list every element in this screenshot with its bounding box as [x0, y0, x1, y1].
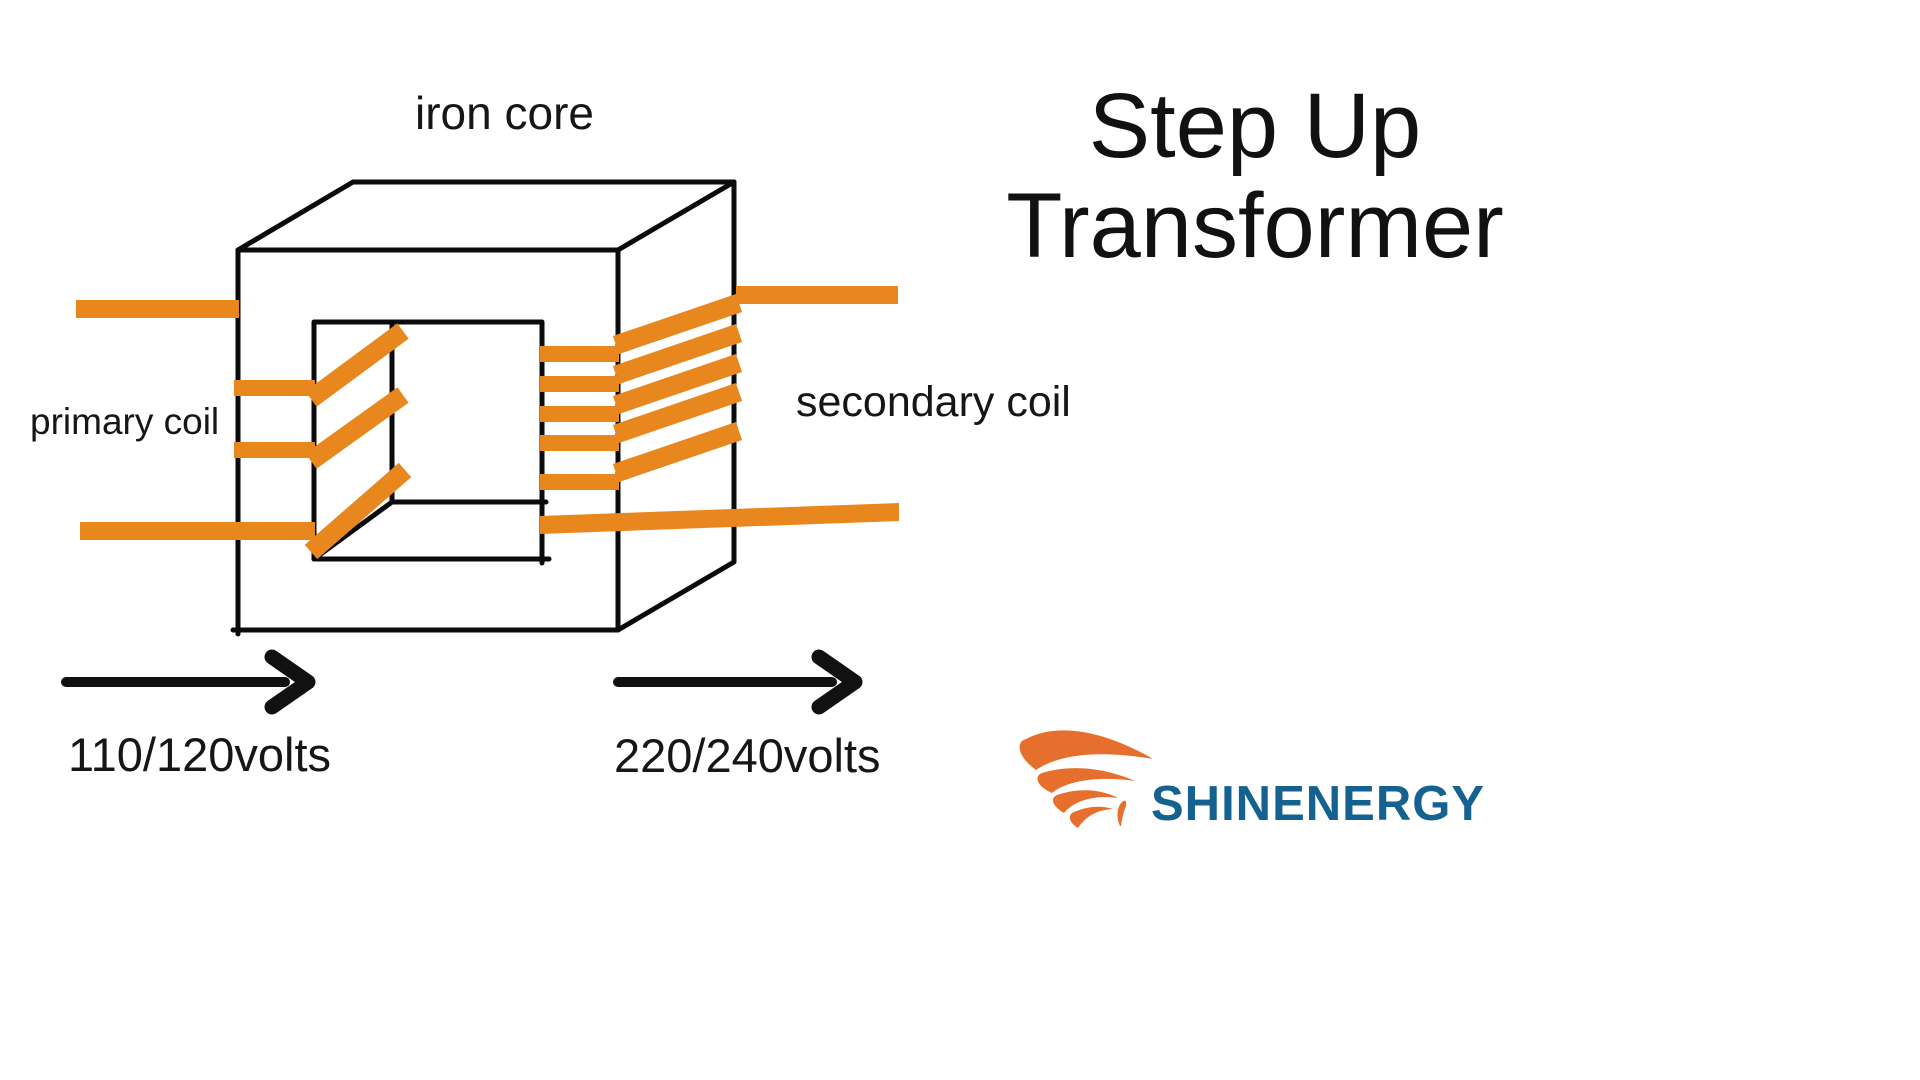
iron-core-label: iron core: [415, 87, 594, 139]
primary-turn-diagonal: [304, 462, 412, 560]
voltage-flow-arrows: [61, 649, 863, 715]
wing-feather-small: [1052, 790, 1118, 813]
core-top-face-outline: [235, 179, 737, 253]
secondary-front-band: [540, 435, 619, 451]
input-voltage-label: 110/120volts: [68, 728, 332, 781]
secondary-front-band: [540, 376, 619, 392]
wing-feather-large: [1019, 730, 1153, 770]
primary-front-band: [234, 380, 315, 396]
arrow-head: [811, 649, 863, 715]
primary-coil-label: primary coil: [30, 401, 220, 442]
output-voltage-label: 220/240volts: [614, 729, 881, 782]
shinenergy-logo-text: SHINENERGY: [1151, 777, 1486, 831]
wing-feather-mid: [1037, 768, 1135, 793]
secondary-turn-diagonal: [612, 294, 743, 354]
primary-coil-bands: [76, 300, 315, 540]
secondary-lead-wire-bottom: [540, 503, 899, 534]
wing-feather-tiny: [1069, 806, 1113, 828]
primary-coil-drawing: [76, 300, 412, 560]
primary-turn-diagonal: [305, 323, 409, 407]
secondary-front-band: [540, 474, 619, 490]
output-direction-arrow-icon: [613, 649, 863, 715]
page-title: Step Up Transformer: [1000, 76, 1510, 276]
secondary-turn-diagonal: [612, 354, 743, 414]
secondary-turn-diagonal: [612, 324, 743, 384]
secondary-coil-diagonal-turns: [612, 294, 743, 482]
primary-front-band: [234, 442, 315, 458]
iron-core-drawing: [230, 179, 737, 637]
input-direction-arrow-icon: [61, 649, 316, 715]
wing-icon: [1019, 730, 1153, 828]
page-title-line1: Step Up: [1088, 75, 1422, 177]
secondary-turn-diagonal: [612, 383, 743, 443]
secondary-front-band: [540, 406, 619, 422]
page-title-line2: Transformer: [1006, 175, 1504, 277]
secondary-coil-drawing: [540, 286, 899, 534]
arrow-head: [264, 649, 316, 715]
wing-feather-sliver: [1117, 800, 1127, 826]
primary-lead-wire-bottom: [80, 522, 315, 540]
secondary-coil-bands: [540, 286, 899, 534]
core-window-outline: [311, 319, 552, 566]
primary-turn-diagonal: [305, 387, 409, 469]
primary-coil-diagonal-turns: [304, 323, 412, 560]
secondary-coil-label: secondary coil: [796, 378, 1071, 426]
secondary-front-band: [540, 346, 619, 362]
secondary-turn-diagonal: [612, 422, 743, 482]
secondary-lead-wire-top: [736, 286, 898, 304]
primary-lead-wire-top: [76, 300, 239, 318]
